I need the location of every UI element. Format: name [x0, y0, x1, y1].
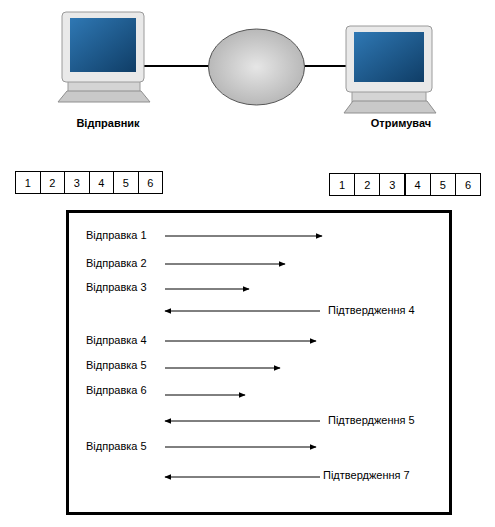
computer-monitor [346, 26, 432, 92]
packet-number: 3 [389, 179, 395, 191]
computer-monitor [62, 12, 144, 82]
send-arrow [165, 395, 245, 396]
computer-icon [58, 12, 150, 102]
packet-number: 4 [98, 177, 104, 189]
message-label: Підтвердження 5 [328, 414, 415, 427]
packet-cell: 3 [64, 171, 90, 194]
packet-cell: 4 [405, 173, 431, 196]
computer-keyboard [58, 91, 150, 102]
message-label: Відправка 1 [86, 229, 147, 242]
send-arrow [165, 447, 316, 448]
packet-cell: 5 [430, 173, 456, 196]
message-label: Відправка 5 [86, 359, 147, 372]
packet-cell: 6 [455, 173, 481, 196]
packet-number: 1 [25, 177, 31, 189]
packet-cell: 6 [138, 171, 164, 194]
send-arrow [165, 264, 285, 265]
packet-cell: 3 [379, 173, 405, 196]
packet-cell: 2 [40, 171, 66, 194]
packet-number: 6 [465, 179, 471, 191]
packet-cell: 1 [15, 171, 41, 194]
packet-number: 5 [123, 177, 129, 189]
send-arrow [165, 236, 322, 237]
computer-screen [354, 32, 424, 82]
packet-cell: 1 [329, 173, 355, 196]
message-label: Відправка 3 [86, 281, 147, 294]
message-label: Підтвердження 7 [323, 469, 410, 482]
message-label: Відправка 4 [86, 334, 147, 347]
ack-arrow [165, 477, 320, 478]
ack-arrow [165, 421, 320, 422]
packet-cell: 2 [354, 173, 380, 196]
packet-number: 1 [339, 179, 345, 191]
message-label: Відправка 6 [86, 384, 147, 397]
packet-cell: 5 [113, 171, 139, 194]
message-label: Підтвердження 4 [328, 304, 415, 317]
packet-number: 6 [147, 177, 153, 189]
message-label: Відправка 2 [86, 257, 147, 270]
computer-label: Відправник [76, 117, 139, 130]
send-arrow [165, 341, 316, 342]
ack-arrow [165, 311, 320, 312]
send-arrow [165, 368, 280, 369]
packet-number: 2 [49, 177, 55, 189]
packet-number: 5 [440, 179, 446, 191]
packet-number: 2 [364, 179, 370, 191]
network-cloud [209, 29, 305, 105]
message-label: Відправка 5 [86, 440, 147, 453]
computer-label: Отримувач [371, 117, 431, 130]
computer-screen [70, 18, 136, 72]
computer-keyboard [344, 101, 436, 113]
packet-cell: 4 [89, 171, 115, 194]
send-arrow [165, 289, 249, 290]
exchange-frame: Відправка 1 Відправка 2 Відправка 3 Підтвер… [66, 210, 452, 515]
packet-number: 4 [415, 179, 421, 191]
packet-number: 3 [74, 177, 80, 189]
computer-icon [344, 26, 436, 113]
